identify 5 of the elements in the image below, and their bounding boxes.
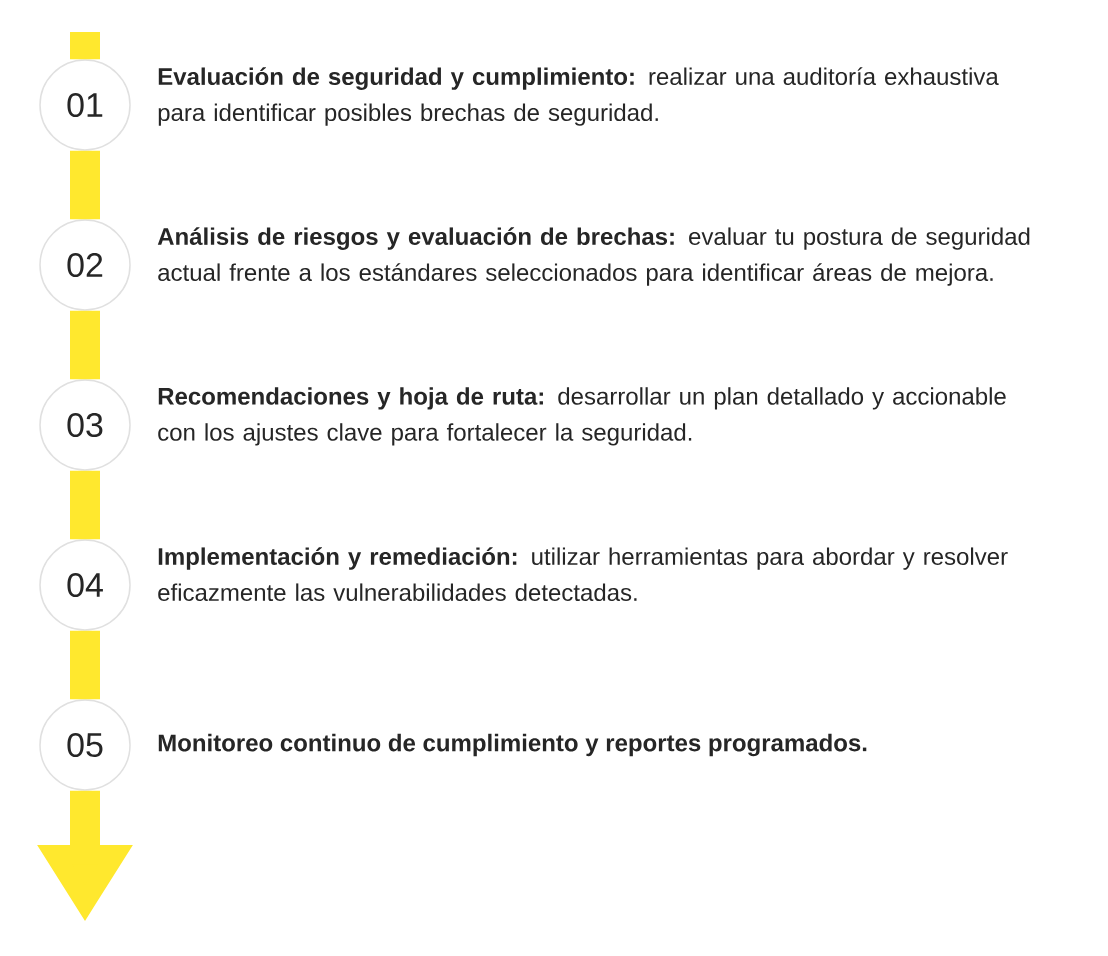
step-description: Implementación y remediación: utilizar herramientas para abordar y resolver eficazmente las vulnerabilidades detectadas. (158, 547, 1008, 602)
step-description: Recomendaciones y hoja de ruta: desarrollar un plan detallado y accionable con los ajustes clave para fortalecer la seguridad. (158, 387, 1006, 446)
step-description: Monitoreo continuo de cumplimiento y reportes programados. (158, 733, 867, 757)
step-description: Evaluación de seguridad y cumplimiento: realizar una auditoría exhaustiva para identificar posibles brechas de seguridad. (158, 67, 999, 126)
step-description: Análisis de riesgos y evaluación de brechas: evaluar tu postura de seguridad actual frente a los estándares seleccionados para identificar áreas de mejora. (157, 227, 1030, 286)
